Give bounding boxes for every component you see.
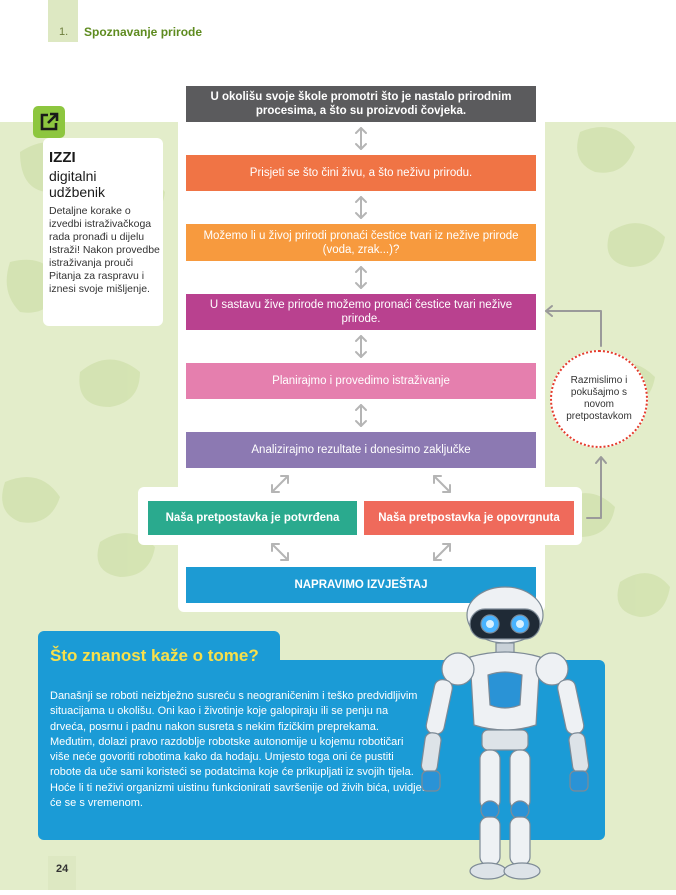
science-tab	[38, 631, 280, 662]
rethink-circle: Razmislimo i pokušajmo s novom pretposta…	[550, 350, 648, 448]
step-plan: Planirajmo i provedimo istraživanje	[186, 363, 536, 399]
hypothesis-confirmed: Naša pretpostavka je potvrđena	[148, 501, 357, 535]
rethink-text: Razmislimo i pokušajmo s novom pretposta…	[566, 375, 632, 422]
step-analyze: Analizirajmo rezultate i donesimo zaklju…	[186, 432, 536, 468]
chapter-number: 1.	[59, 26, 69, 38]
step-recall: Prisjeti se što čini živu, a što neživu …	[186, 155, 536, 191]
hypothesis-refuted: Naša pretpostavka je opovrgnuta	[364, 501, 574, 535]
izzi-body: Detaljne korake o izvedbi istraživačkoga…	[49, 205, 160, 295]
page-number-tab	[48, 856, 76, 890]
izzi-card	[43, 138, 163, 326]
izzi-title: IZZI	[49, 149, 76, 166]
izzi-subtitle: digitalni udžbenik	[49, 168, 106, 200]
page-number: 24	[56, 863, 69, 875]
science-text: Današnji se roboti neizbježno susreću s …	[50, 690, 425, 810]
step-question: Možemo li u živoj prirodi pronaći čestic…	[186, 224, 536, 261]
header-tab	[48, 0, 78, 42]
step-hypothesis: U sastavu žive prirode možemo pronaći če…	[186, 294, 536, 330]
chapter-title: Spoznavanje prirode	[84, 25, 203, 39]
science-title: Što znanost kaže o tome?	[50, 646, 259, 665]
step-observe: U okolišu svoje škole promotri što je na…	[186, 86, 536, 122]
external-link-icon[interactable]	[33, 106, 65, 138]
robot-illustration	[420, 586, 590, 880]
